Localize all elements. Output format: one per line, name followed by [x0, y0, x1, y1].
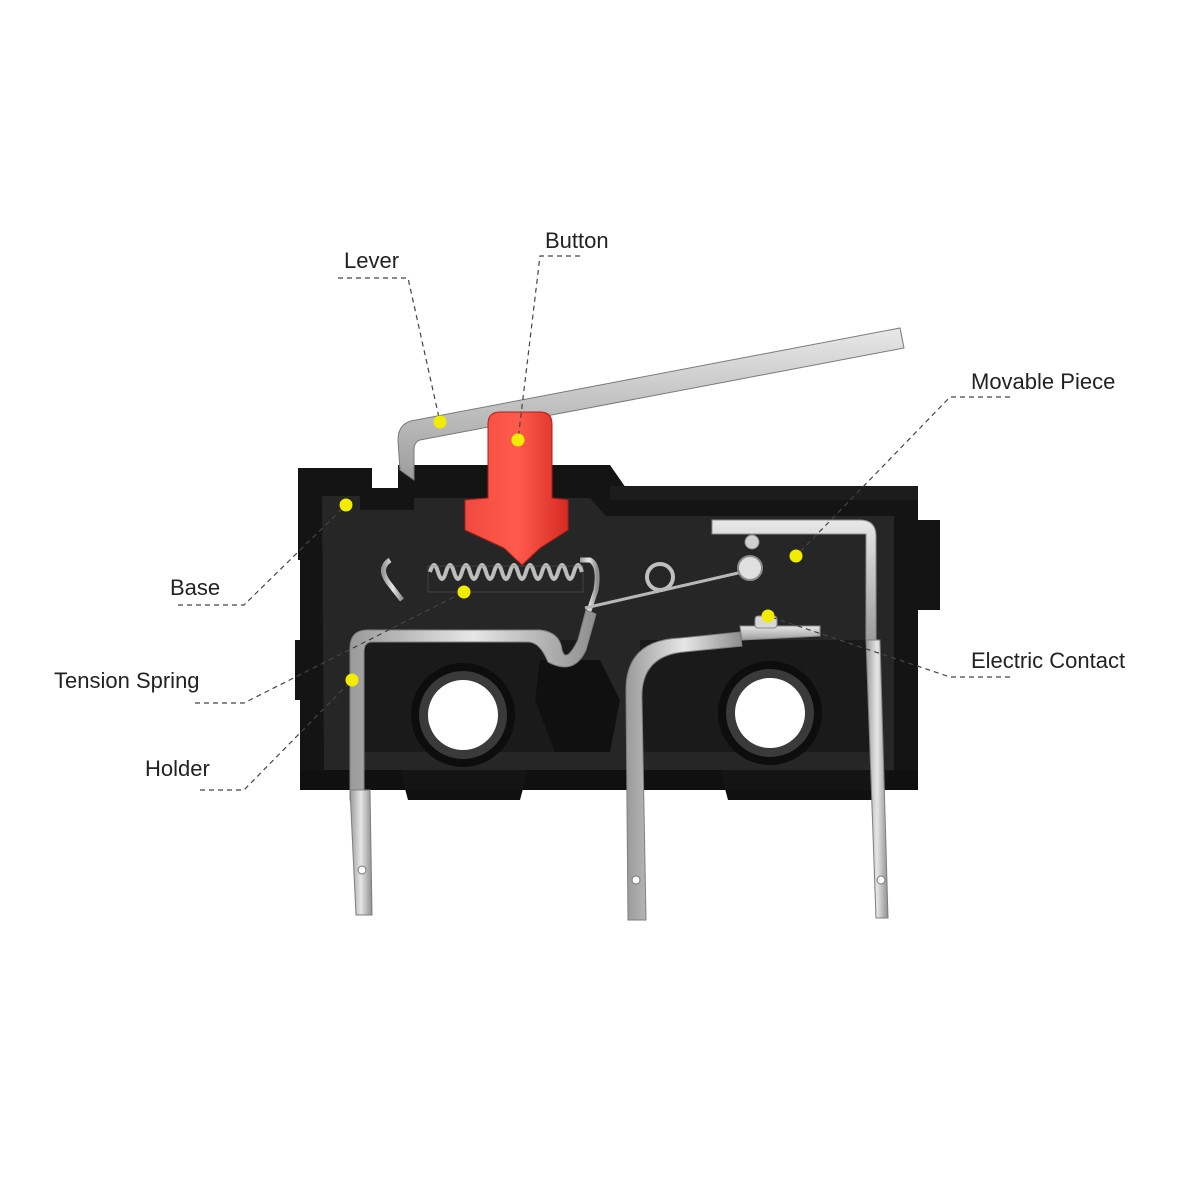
marker-tension-spring	[457, 585, 471, 599]
label-base: Base	[170, 575, 220, 600]
label-electric-contact: Electric Contact	[971, 648, 1125, 673]
marker-button	[511, 433, 525, 447]
marker-dots	[339, 415, 803, 687]
leader-movable-piece	[795, 396, 1010, 557]
label-movable-piece: Movable Piece	[971, 369, 1115, 394]
housing-step	[610, 486, 918, 500]
leader-base	[178, 504, 347, 606]
mounting-hole-right	[718, 661, 822, 765]
leader-button	[517, 255, 580, 441]
leader-electric-contact	[767, 615, 1010, 678]
tension-spring	[381, 557, 761, 621]
marker-electric-contact	[761, 609, 775, 623]
spring-coils	[428, 563, 584, 581]
leader-holder	[200, 679, 353, 791]
terminal-left	[349, 789, 373, 916]
label-holder: Holder	[145, 756, 210, 781]
leader-lines	[178, 255, 1010, 791]
marker-lever	[433, 415, 447, 429]
leader-tension-spring	[195, 591, 465, 704]
label-tension-spring: Tension Spring	[54, 668, 200, 693]
marker-holder	[345, 673, 359, 687]
actuator-button	[464, 411, 569, 566]
holder	[349, 609, 597, 801]
labels: Lever Button Movable Piece Base Tension …	[54, 228, 1125, 781]
housing-bottom	[300, 770, 918, 800]
marker-movable-piece	[789, 549, 803, 563]
lever-arm	[397, 327, 905, 481]
label-lever: Lever	[344, 248, 399, 273]
terminal-middle	[625, 631, 743, 921]
movable-piece	[711, 519, 877, 641]
label-button: Button	[545, 228, 609, 253]
marker-base	[339, 498, 353, 512]
mounting-hole-left	[411, 663, 515, 767]
leader-lever	[338, 277, 441, 423]
terminal-right	[865, 639, 889, 919]
housing-center-ridge	[535, 660, 620, 752]
